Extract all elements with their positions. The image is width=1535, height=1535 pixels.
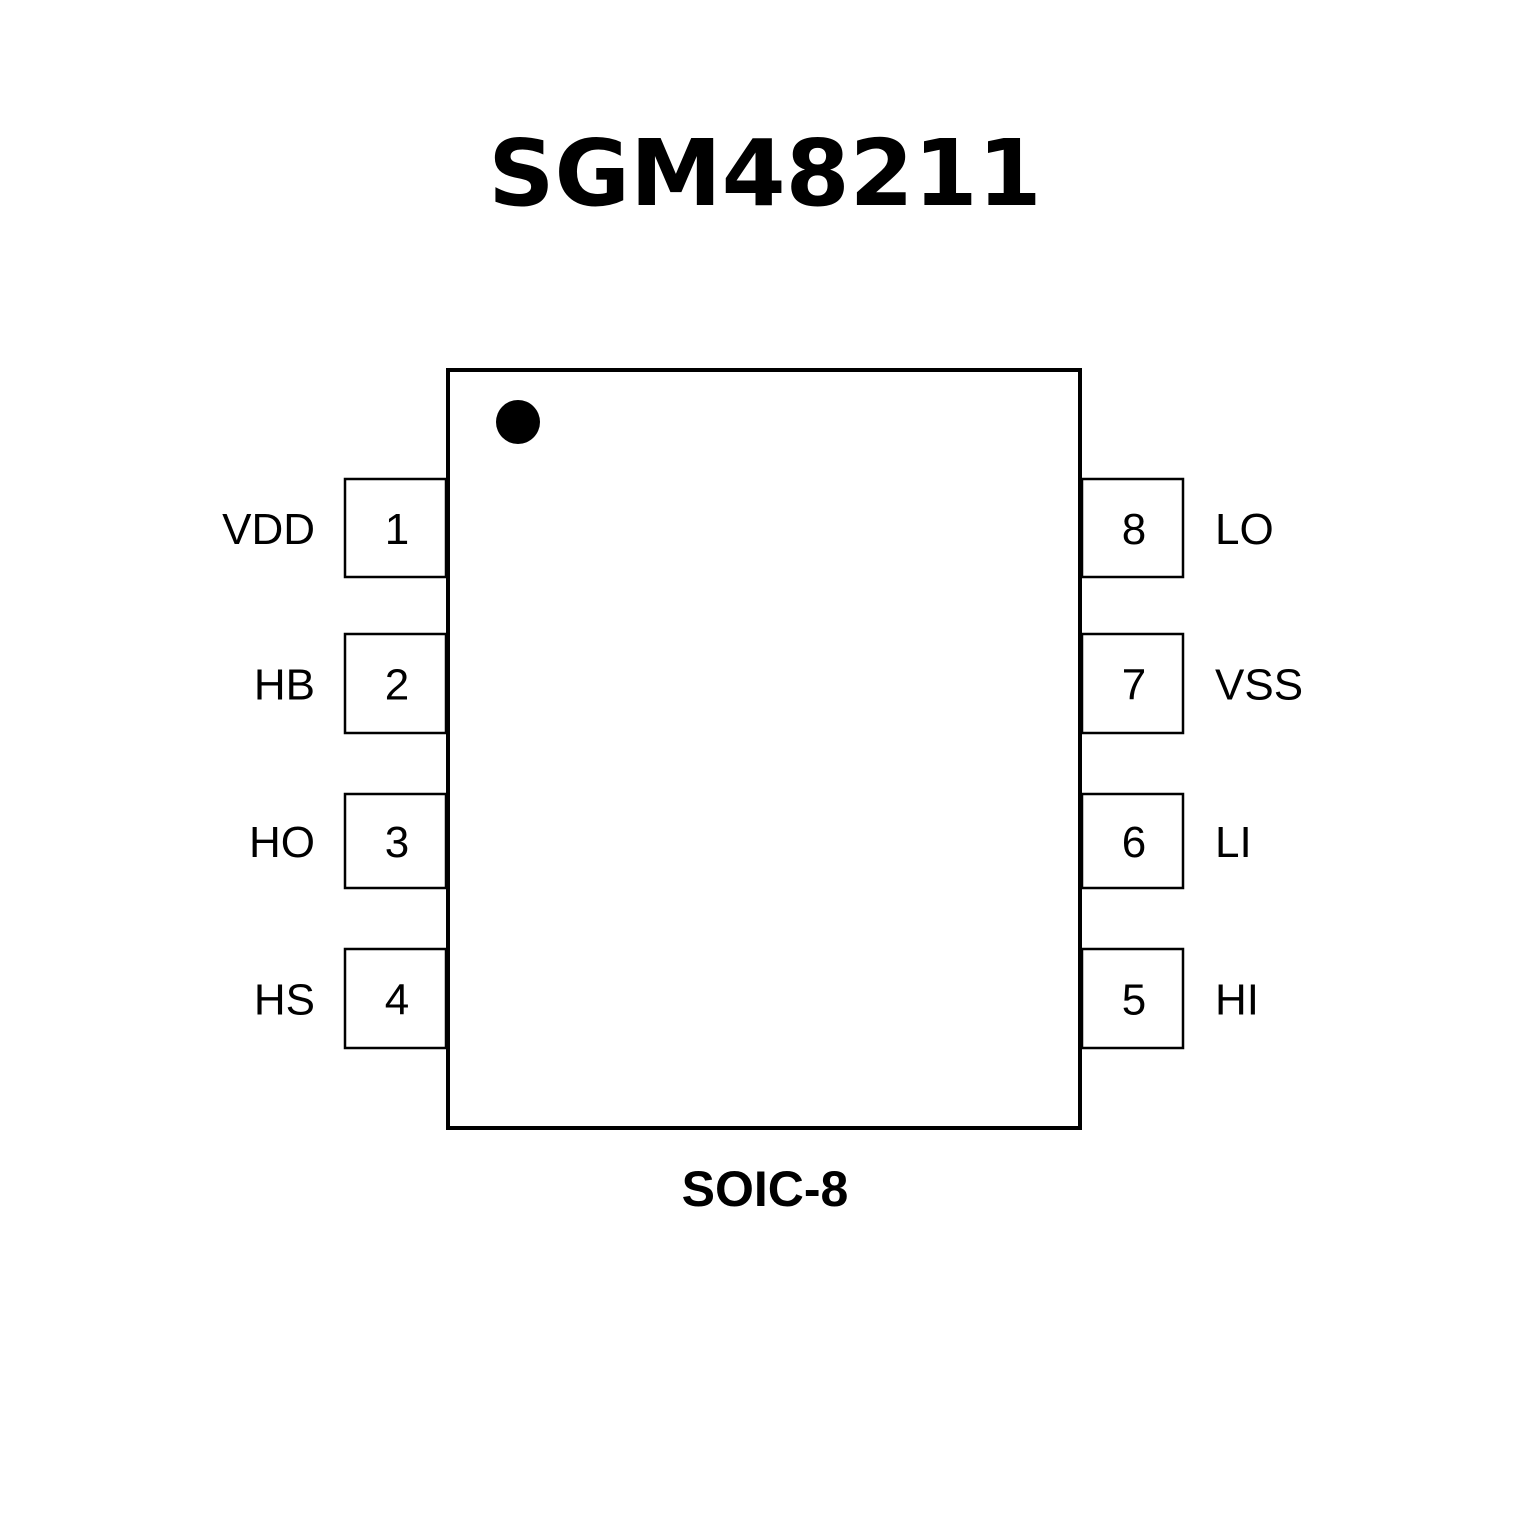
pin-7-box <box>1080 632 1185 735</box>
pin-number: 8 <box>1122 505 1146 554</box>
pin-number: 3 <box>385 818 409 867</box>
pin-name: HS <box>254 976 315 1025</box>
pin-3-box <box>343 792 448 890</box>
chip-body <box>446 368 1082 1130</box>
pin-name: HO <box>249 818 315 867</box>
pin-number: 1 <box>385 505 409 554</box>
pin-5-box <box>1080 947 1185 1050</box>
pin-number: 2 <box>385 661 409 710</box>
pin-name: VSS <box>1215 661 1303 710</box>
pin-2-box <box>343 632 448 735</box>
pin-name: VDD <box>222 505 315 554</box>
pin-name: LI <box>1215 818 1252 867</box>
pin-6-box <box>1080 792 1185 890</box>
pin1-indicator-dot <box>496 400 540 444</box>
chip-title: SGM48211 <box>488 120 1041 227</box>
pin-name: HI <box>1215 976 1259 1025</box>
pin-1-box <box>343 477 448 579</box>
pin-number: 7 <box>1122 661 1146 710</box>
package-label: SOIC-8 <box>682 1161 849 1217</box>
pin-name: HB <box>254 661 315 710</box>
pin-8-box <box>1080 477 1185 579</box>
pin-number: 5 <box>1122 976 1146 1025</box>
pin-name: LO <box>1215 505 1274 554</box>
pin-4-box <box>343 947 448 1050</box>
pin-number: 4 <box>385 976 409 1025</box>
pin-number: 6 <box>1122 818 1146 867</box>
